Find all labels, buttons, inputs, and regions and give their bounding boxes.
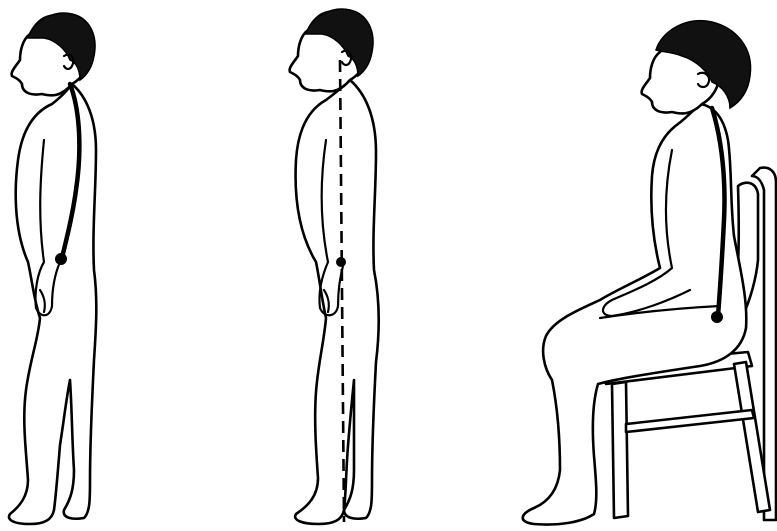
figure-3-spine-base [711, 311, 723, 323]
figure-standing-plumb-line [290, 9, 379, 524]
figure-1-spine-base [55, 253, 67, 265]
figure-2-hip-marker [336, 257, 346, 267]
figure-seated [523, 21, 776, 525]
chair-front-leg [612, 382, 628, 518]
figure-standing-spine [9, 13, 96, 524]
chair-stretcher [626, 410, 754, 432]
